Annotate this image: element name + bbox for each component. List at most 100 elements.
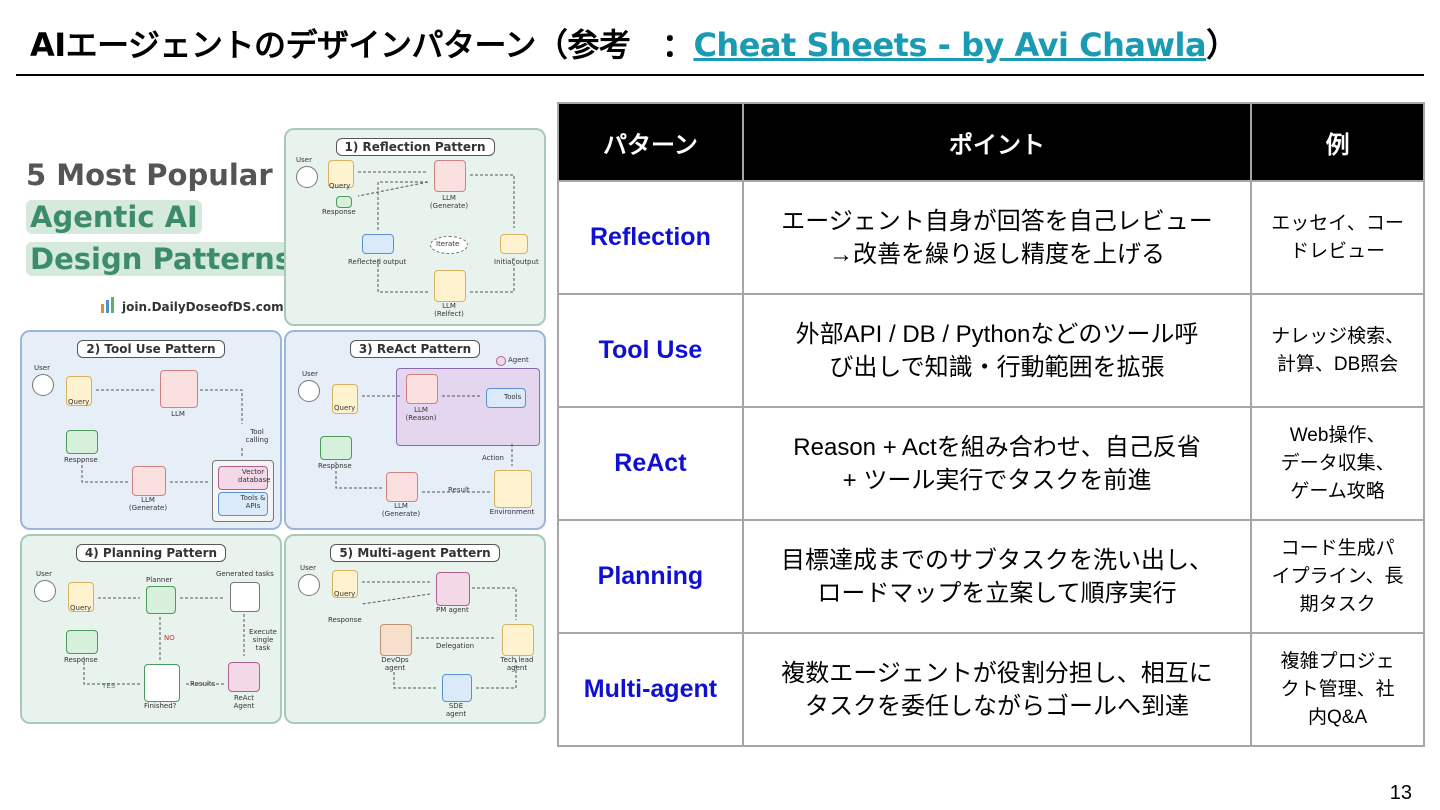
slide-title: AIエージェントのデザインパターン（参考 ：Cheat Sheets - by … — [30, 20, 1238, 66]
p5-response-label: Response — [328, 616, 362, 624]
p4-generated-label: Generated tasks — [216, 570, 274, 578]
p3-agent-label: Agent — [508, 356, 529, 364]
panel-planning-title: 4) Planning Pattern — [75, 544, 227, 562]
point-line: 外部API / DB / Pythonなどのツール呼 — [795, 320, 1199, 348]
p2-llm-icon — [160, 370, 198, 408]
table-row: ReAct Reason + Actを組み合わせ、自己反省 + ツール実行でタスク… — [557, 406, 1425, 521]
panel-react-title: 3) ReAct Pattern — [349, 340, 481, 358]
p5-delegation-label: Delegation — [436, 642, 475, 650]
agentic-patterns-infographic: 5 Most Popular Agentic AI Design Pattern… — [16, 124, 548, 726]
example-line: エッセイ、コー — [1271, 212, 1404, 234]
p1-iterate-loop — [430, 236, 468, 254]
p1-flow-arrows — [357, 171, 515, 293]
pattern-name: Reflection — [557, 180, 744, 295]
site-url: join.DailyDoseofDS.com — [122, 300, 284, 314]
p4-query-label: Query — [70, 604, 92, 612]
p1-reflected-output-icon — [362, 234, 394, 254]
p2-tools-apis-icon — [218, 492, 268, 516]
p4-react-agent-icon — [228, 662, 260, 692]
p5-user-icon — [298, 574, 320, 596]
pattern-name: ReAct — [557, 406, 744, 521]
p4-react-agent-label: ReAct Agent — [233, 694, 255, 710]
p3-llm-generate-icon — [386, 472, 418, 502]
pattern-example: エッセイ、コードレビュー — [1250, 180, 1425, 295]
panel-tool-use: 2) Tool Use Pattern User Query LLM Tool … — [20, 330, 282, 530]
example-line: コード生成パ — [1280, 537, 1395, 559]
p3-tools-icon — [486, 388, 526, 408]
infographic-heading-line1: 5 Most Popular — [26, 158, 273, 192]
panel-multi-agent-title: 5) Multi-agent Pattern — [330, 544, 500, 562]
panel-react: 3) ReAct Pattern Agent User Query LLM (R… — [284, 330, 546, 530]
p1-user-icon — [296, 166, 318, 188]
slide-title-text: AIエージェントのデザインパターン（参考 ： — [30, 26, 694, 64]
panel-reflection-title: 1) Reflection Pattern — [335, 138, 495, 156]
pattern-name: Planning — [557, 519, 744, 634]
p2-llm-label: LLM — [171, 410, 185, 418]
chart-logo-icon — [100, 296, 118, 314]
p4-yes-label: YES — [102, 682, 116, 690]
example-line: イプライン、長 — [1271, 565, 1404, 587]
p2-tool-calling-label: Tool calling — [245, 428, 269, 444]
p1-query-icon — [328, 160, 354, 188]
p3-response-icon — [320, 436, 352, 460]
p5-tech-lead-agent-label: Tech lead agent — [500, 656, 534, 672]
point-line: + ツール実行でタスクを前進 — [842, 466, 1152, 494]
p4-response-icon — [66, 630, 98, 654]
p5-query-label: Query — [334, 590, 356, 598]
point-line: 複数エージェントが役割分担し、相互に — [781, 659, 1213, 687]
pattern-point: 目標達成までのサブタスクを洗い出し、ロードマップを立案して順序実行 — [741, 519, 1253, 634]
p4-finished-flag-icon — [144, 664, 180, 702]
example-line: Web操作、 — [1289, 424, 1386, 446]
pattern-example: 複雑プロジェクト管理、社内Q&A — [1250, 632, 1425, 747]
p2-llm-generate-label: LLM (Generate) — [128, 496, 168, 512]
p5-user-label: User — [300, 564, 316, 572]
p3-environment-icon — [494, 470, 532, 508]
p3-result-label: Result — [448, 486, 470, 494]
p2-query-label: Query — [68, 398, 90, 406]
p3-user-icon — [298, 380, 320, 402]
p3-response-label: Response — [318, 462, 352, 470]
p5-pm-agent-label: PM agent — [436, 606, 469, 614]
header-point: ポイント — [741, 102, 1253, 182]
panel-tool-use-title: 2) Tool Use Pattern — [77, 340, 225, 358]
p4-planner-icon — [146, 586, 176, 614]
title-underline — [16, 74, 1424, 76]
panel-multi-agent: 5) Multi-agent Pattern User Query Respon… — [284, 534, 546, 724]
p2-response-label: Response — [64, 456, 98, 464]
point-line: Reason + Actを組み合わせ、自己反省 — [793, 433, 1201, 461]
p3-agent-icon — [496, 356, 506, 366]
slide-title-suffix: ） — [1206, 26, 1238, 64]
p3-user-label: User — [302, 370, 318, 378]
p5-tech-lead-agent-icon — [502, 624, 534, 656]
p1-initial-output-label: Initial output — [494, 258, 539, 266]
p1-initial-output-icon — [500, 234, 528, 254]
p3-query-icon — [332, 384, 358, 414]
p5-sde-agent-label: SDE agent — [445, 702, 467, 718]
p3-tools-label: Tools — [504, 393, 522, 401]
p5-sde-agent-icon — [442, 674, 472, 702]
p5-pm-agent-icon — [436, 572, 470, 606]
p1-llm-reflect-icon — [434, 270, 466, 302]
p2-query-icon — [66, 376, 92, 406]
p1-user-label: User — [296, 156, 312, 164]
p4-execute-label: Execute single task — [249, 628, 277, 652]
p4-generated-tasks-icon — [230, 582, 260, 612]
pattern-point: エージェント自身が回答を自己レビュー→改善を繰り返し精度を上げる — [741, 180, 1253, 295]
header-example: 例 — [1250, 102, 1425, 182]
pattern-point: 外部API / DB / Pythonなどのツール呼び出しで知識・行動範囲を拡張 — [741, 293, 1253, 408]
pattern-table: パターン ポイント 例 Reflection エージェント自身が回答を自己レビュ… — [557, 102, 1425, 747]
p3-llm-generate-label: LLM (Generate) — [381, 502, 421, 518]
p1-response-label: Response — [322, 208, 356, 216]
p5-devops-agent-icon — [380, 624, 412, 656]
cheat-sheets-link[interactable]: Cheat Sheets - by Avi Chawla — [693, 26, 1207, 64]
p4-user-icon — [34, 580, 56, 602]
p2-vector-db-icon — [218, 466, 268, 490]
panel-reflection: 1) Reflection Pattern User Query Respons… — [284, 128, 546, 326]
panel-planning: 4) Planning Pattern User Query Planner G… — [20, 534, 282, 724]
example-line: ゲーム攻略 — [1290, 480, 1385, 502]
p3-action-label: Action — [482, 454, 504, 462]
p2-flow-arrows — [81, 389, 243, 483]
pattern-point: Reason + Actを組み合わせ、自己反省 + ツール実行でタスクを前進 — [741, 406, 1253, 521]
p5-query-icon — [332, 570, 358, 598]
pattern-example: ナレッジ検索、計算、DB照会 — [1250, 293, 1425, 408]
